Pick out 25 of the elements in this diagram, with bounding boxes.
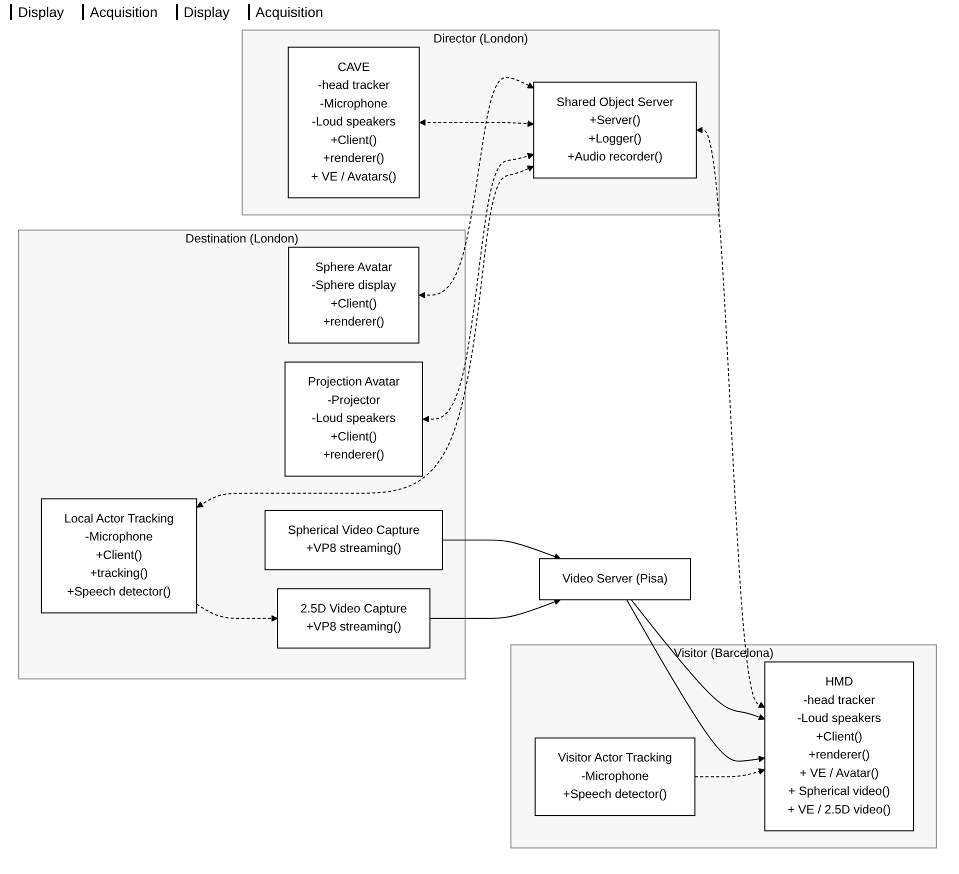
node-box: 2.5D Video Capture +VP8 streaming() [277,588,430,649]
bracket-label: Acquisition [82,4,158,20]
node-box: Projection Avatar -Projector -Loud speakers +Client() +renderer() [284,362,423,477]
node-box: Spherical Video Capture +VP8 streaming() [264,510,443,570]
node-box: Visitor Actor Tracking -Microphone +Speech detector() [534,738,696,816]
node-box: HMD -head tracker -Loud speakers +Client() +renderer() + VE / Avatar() + Spherical video() + VE / 2.5D video() [764,661,914,832]
node-box: CAVE -head tracker -Microphone -Loud speakers +Client() +renderer() + VE / Avatars() [288,46,420,198]
node-box: Sphere Avatar -Sphere display +Client() +renderer() [288,246,420,344]
arrow [422,152,534,422]
node-box: Video Server (Pisa) [539,558,691,600]
bracket-label: Acquisition [248,4,324,20]
bracket-label: Display [176,4,230,20]
arrow [696,126,766,708]
arrow [630,599,766,720]
arrow [442,540,561,560]
arrow [419,119,534,128]
bracket-label: Display [10,4,64,20]
node-box: Local Actor Tracking -Microphone +Client() +tracking() +Speech detector() [40,498,198,614]
arrow [196,604,278,622]
arrow [694,768,766,778]
arrow [429,598,561,619]
node-box: Shared Object Server +Server() +Logger() +Audio recorder() [533,82,697,179]
arrow [418,76,534,298]
arrow [626,599,766,762]
arrow [196,166,534,508]
